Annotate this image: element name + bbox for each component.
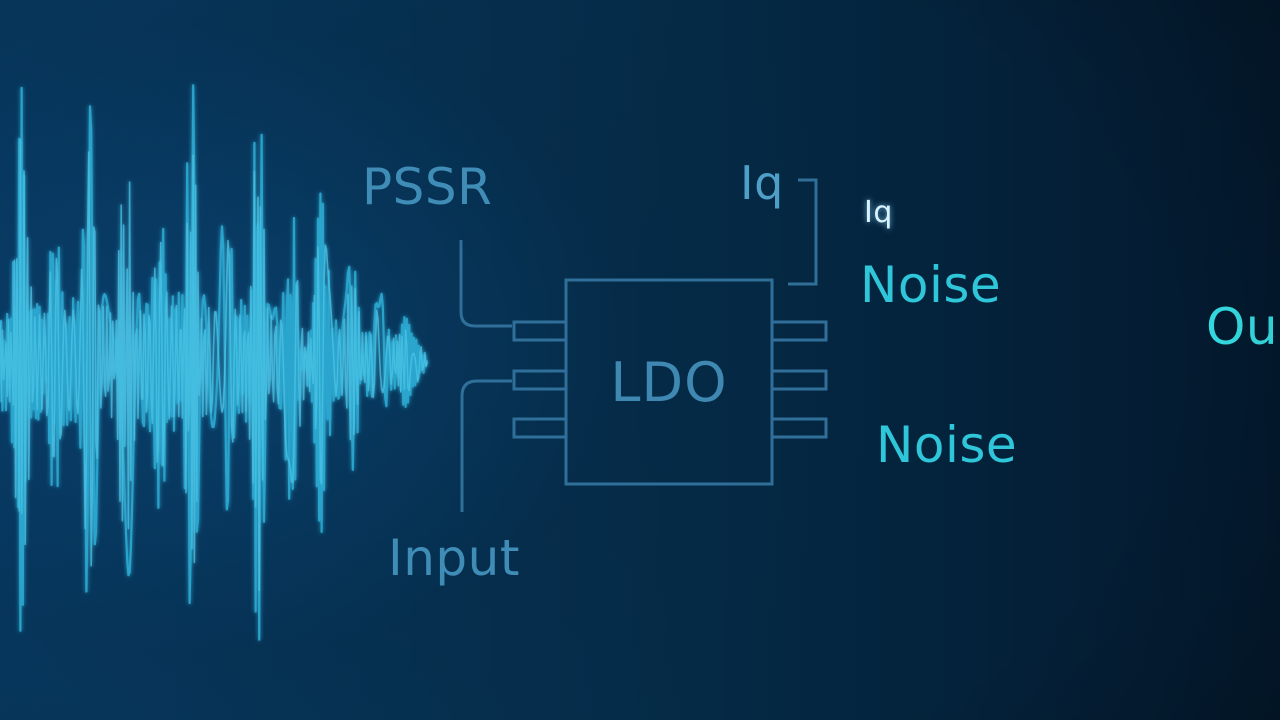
pssr-label: PSSR (362, 158, 493, 216)
ldo-pin-left-2 (512, 369, 568, 391)
noise-label-bottom: Noise (876, 416, 1018, 474)
input-leader-line (460, 379, 512, 512)
iq-bracket (788, 178, 818, 286)
ldo-label: LDO (610, 350, 728, 414)
iq-label: Iq (740, 156, 784, 210)
noise-waveform (0, 84, 429, 641)
noise-label-top: Noise (860, 256, 1002, 314)
iq-small-label: Iq (864, 195, 893, 230)
ldo-pin-left-3 (512, 417, 568, 439)
ldo-pin-right-2 (770, 369, 828, 391)
ldo-pin-right-3 (770, 417, 828, 439)
ldo-pin-right-1 (770, 320, 828, 342)
input-label: Input (388, 529, 520, 587)
output-label: Ou (1206, 298, 1279, 356)
pssr-leader-line (459, 240, 512, 328)
ldo-pin-left-1 (512, 320, 568, 342)
